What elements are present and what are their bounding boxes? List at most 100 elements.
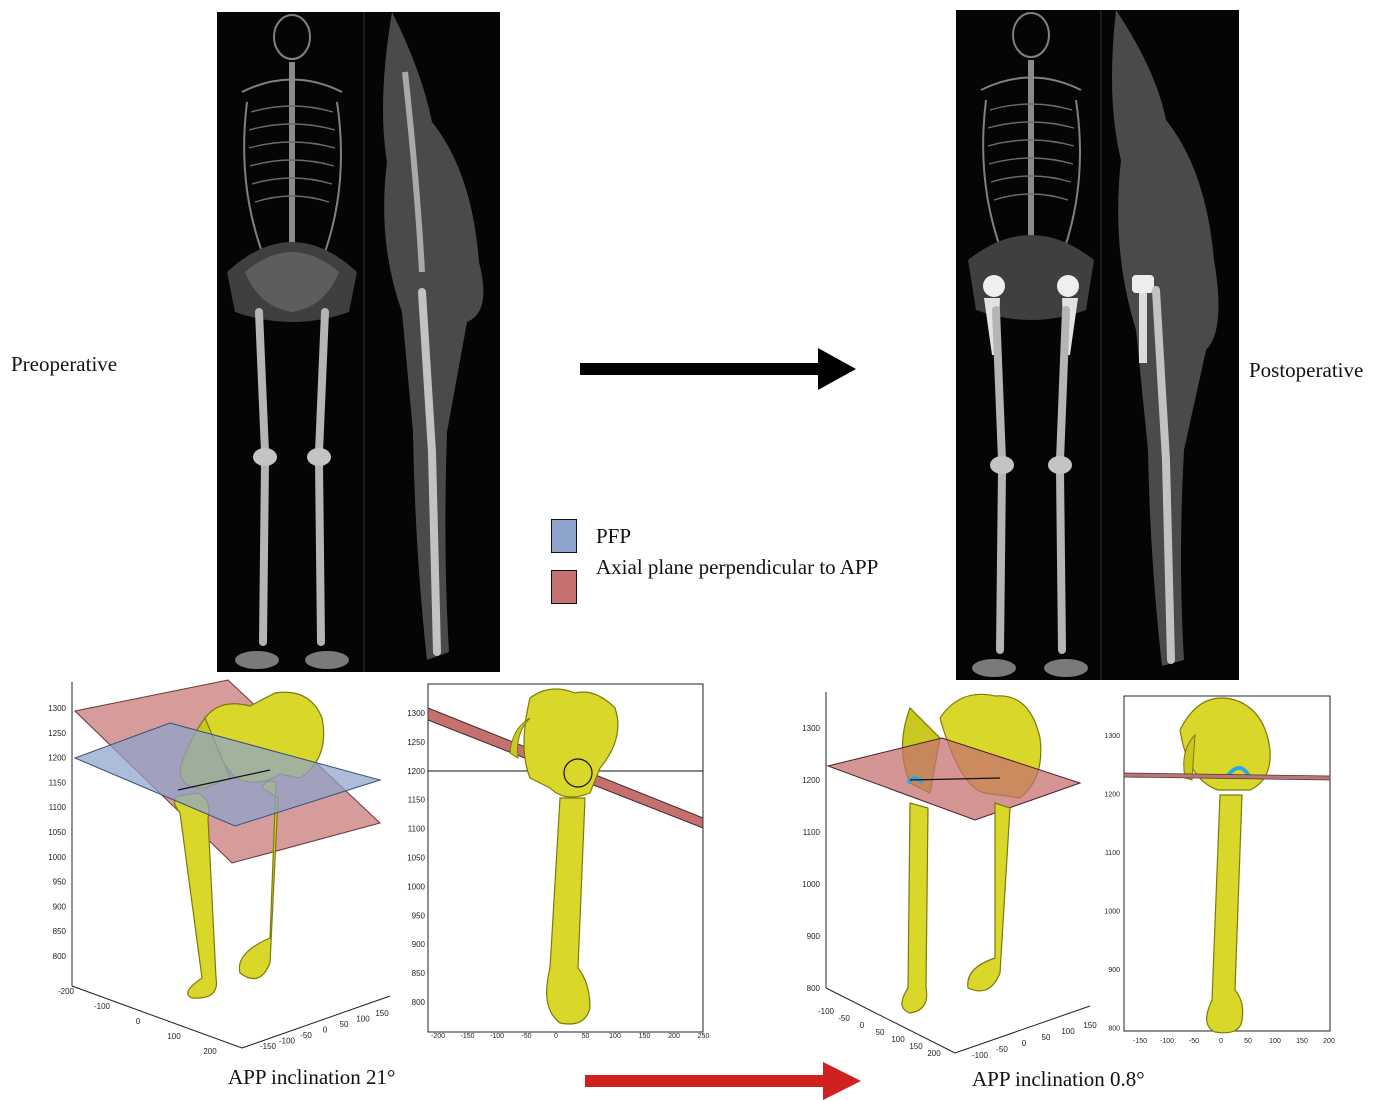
preop-3d-z-tick-9: 850: [53, 927, 67, 936]
preop-side-plot: 1300 1250 1200 1150 1100 1050 1000 950 900 850 800…: [400, 678, 710, 1043]
postop-3d-x-tick-6: 200: [927, 1049, 941, 1058]
postop-side-x-tick-2: -50: [1189, 1038, 1199, 1045]
postop-3d-femurs: [902, 803, 1010, 1013]
postop-3d-y-tick-0: 150: [1083, 1021, 1097, 1030]
preop-3d-z-tick-0: 1300: [48, 704, 66, 713]
preop-side-y-tick-3: 1150: [408, 796, 426, 805]
preop-3d-z-ticks: 1300125012001150110010501000950900850800: [48, 704, 66, 961]
postop-3d-x-tick-1: -50: [838, 1014, 850, 1023]
preop-side-x-ticks: -200-150-100-50050100150200250: [431, 1033, 709, 1040]
preop-side-y-tick-5: 1050: [407, 854, 425, 863]
postop-side-y-tick-5: 800: [1108, 1026, 1120, 1033]
preop-side-x-tick-1: -150: [460, 1033, 474, 1040]
preop-3d-z-tick-2: 1200: [48, 754, 66, 763]
postop-3d-y-tick-5: -100: [972, 1051, 989, 1060]
preop-side-x-tick-9: 250: [698, 1033, 710, 1040]
preop-3d-z-tick-4: 1100: [49, 803, 67, 812]
postop-side-y-tick-1: 1200: [1104, 792, 1120, 799]
preop-3d-z-tick-10: 800: [53, 952, 67, 961]
preoperative-label: Preoperative: [11, 352, 117, 377]
postop-3d-x-tick-2: 0: [860, 1021, 865, 1030]
preop-3d-plot: 1300125012001150110010501000950900850800…: [30, 678, 410, 1062]
preop-3d-y-tick-5: -100: [279, 1037, 296, 1046]
preop-side-y-tick-8: 900: [412, 940, 426, 949]
postoperative-label: Postoperative: [1249, 358, 1363, 383]
preop-3d-y-tick-0: 150: [375, 1009, 389, 1018]
preop-3d-x-tick-1: -100: [94, 1002, 111, 1011]
preop-side-y-tick-7: 950: [412, 911, 426, 920]
postop-side-y-tick-3: 1000: [1104, 909, 1120, 916]
preoperative-xray-figure: [217, 12, 500, 672]
preoperative-xray-image: [217, 12, 500, 672]
preop-3d-y-tick-4: -50: [300, 1031, 312, 1040]
preop-side-y-tick-1: 1250: [407, 738, 425, 747]
postop-3d-y-tick-1: 100: [1061, 1027, 1075, 1036]
preop-3d-y-tick-3: 0: [323, 1026, 328, 1035]
legend-label-axial: Axial plane perpendicular to APP: [596, 555, 878, 580]
postop-side-x-tick-5: 100: [1269, 1038, 1281, 1045]
postop-side-y-tick-0: 1300: [1104, 733, 1120, 740]
postop-side-x-ticks: -150 -100 -50 0 50 100 150 200: [1133, 1038, 1335, 1045]
postop-side-pelvis-femur: [1180, 698, 1270, 1033]
legend-swatch-pfp: [551, 519, 577, 553]
preop-3d-x-tick-2: 0: [136, 1017, 141, 1026]
preop-side-y-tick-10: 800: [412, 998, 426, 1007]
postop-3d-z-tick-5: 800: [807, 984, 821, 993]
black-arrow-head: [818, 348, 856, 390]
postop-side-x-tick-7: 200: [1323, 1038, 1335, 1045]
preop-side-y-tick-4: 1100: [408, 825, 426, 834]
preop-side-x-tick-7: 150: [639, 1033, 651, 1040]
postop-3d-y-tick-3: 0: [1022, 1039, 1027, 1048]
postop-3d-x-tick-0: -100: [818, 1007, 835, 1016]
preop-3d-y-tick-1: 100: [356, 1015, 370, 1024]
preop-3d-x-tick-3: 100: [167, 1032, 181, 1041]
black-arrow: [580, 348, 860, 390]
preop-side-y-tick-0: 1300: [407, 709, 425, 718]
red-arrow-shaft: [585, 1075, 825, 1087]
postop-side-y-ticks: 1300120011001000900800: [1104, 733, 1120, 1033]
preop-3d-y-tick-2: 50: [340, 1020, 349, 1029]
preop-side-y-ticks: 1300 1250 1200 1150 1100 1050 1000 950 900 850 800: [407, 709, 425, 1007]
preop-3d-z-tick-1: 1250: [48, 729, 66, 738]
preop-side-x-tick-3: -50: [521, 1033, 531, 1040]
postop-3d-x-tick-5: 150: [909, 1042, 923, 1051]
postop-side-x-tick-3: 0: [1219, 1038, 1223, 1045]
preop-side-y-tick-6: 1000: [407, 882, 425, 891]
postop-3d-x-tick-4: 100: [891, 1035, 905, 1044]
preop-side-x-tick-2: -100: [490, 1033, 504, 1040]
preop-side-x-tick-8: 200: [668, 1033, 680, 1040]
postop-3d-z-ticks: 1300 1200 1100 1000 900 800: [802, 724, 820, 993]
postop-side-x-tick-0: -150: [1133, 1038, 1147, 1045]
postop-side-plot: 1300120011001000900800 -150-100-50050100…: [1100, 690, 1340, 1045]
black-arrow-shaft: [580, 363, 820, 375]
postop-3d-z-tick-0: 1300: [802, 724, 820, 733]
postop-3d-z-tick-1: 1200: [802, 776, 820, 785]
postop-3d-z-tick-2: 1100: [803, 828, 821, 837]
postop-inclination-label: APP inclination 0.8°: [972, 1067, 1145, 1092]
postop-side-x-tick-6: 150: [1296, 1038, 1308, 1045]
preop-3d-z-tick-7: 950: [53, 878, 67, 887]
postop-3d-x-tick-3: 50: [876, 1028, 885, 1037]
preop-inclination-label: APP inclination 21°: [228, 1065, 395, 1090]
postop-side-y-tick-4: 900: [1108, 967, 1120, 974]
preop-side-x-tick-0: -200: [431, 1033, 445, 1040]
preop-3d-y-tick-6: -150: [260, 1042, 277, 1051]
red-arrow-head: [823, 1062, 861, 1100]
preop-side-pelvis-femur: [510, 689, 618, 1024]
postop-side-x-tick-4: 50: [1244, 1038, 1252, 1045]
preop-side-y-tick-9: 850: [412, 969, 426, 978]
preop-side-y-tick-2: 1200: [407, 767, 425, 776]
postop-3d-z-tick-3: 1000: [802, 880, 820, 889]
preop-3d-y-ticks: 150 100 50 0 -50 -100-150: [260, 1009, 389, 1051]
preop-3d-x-tick-4: 200: [203, 1047, 217, 1056]
postop-3d-y-tick-4: -50: [996, 1045, 1008, 1054]
legend-swatch-axial: [551, 570, 577, 604]
postop-3d-z-tick-4: 900: [807, 932, 821, 941]
preop-3d-x-tick-0: -200: [58, 987, 75, 996]
postop-3d-y-tick-2: 50: [1042, 1033, 1051, 1042]
preop-3d-z-tick-5: 1050: [48, 828, 66, 837]
red-arrow: [585, 1062, 865, 1100]
preop-3d-z-tick-6: 1000: [48, 853, 66, 862]
preop-3d-z-tick-8: 900: [53, 902, 67, 911]
postop-side-x-tick-1: -100: [1160, 1038, 1174, 1045]
